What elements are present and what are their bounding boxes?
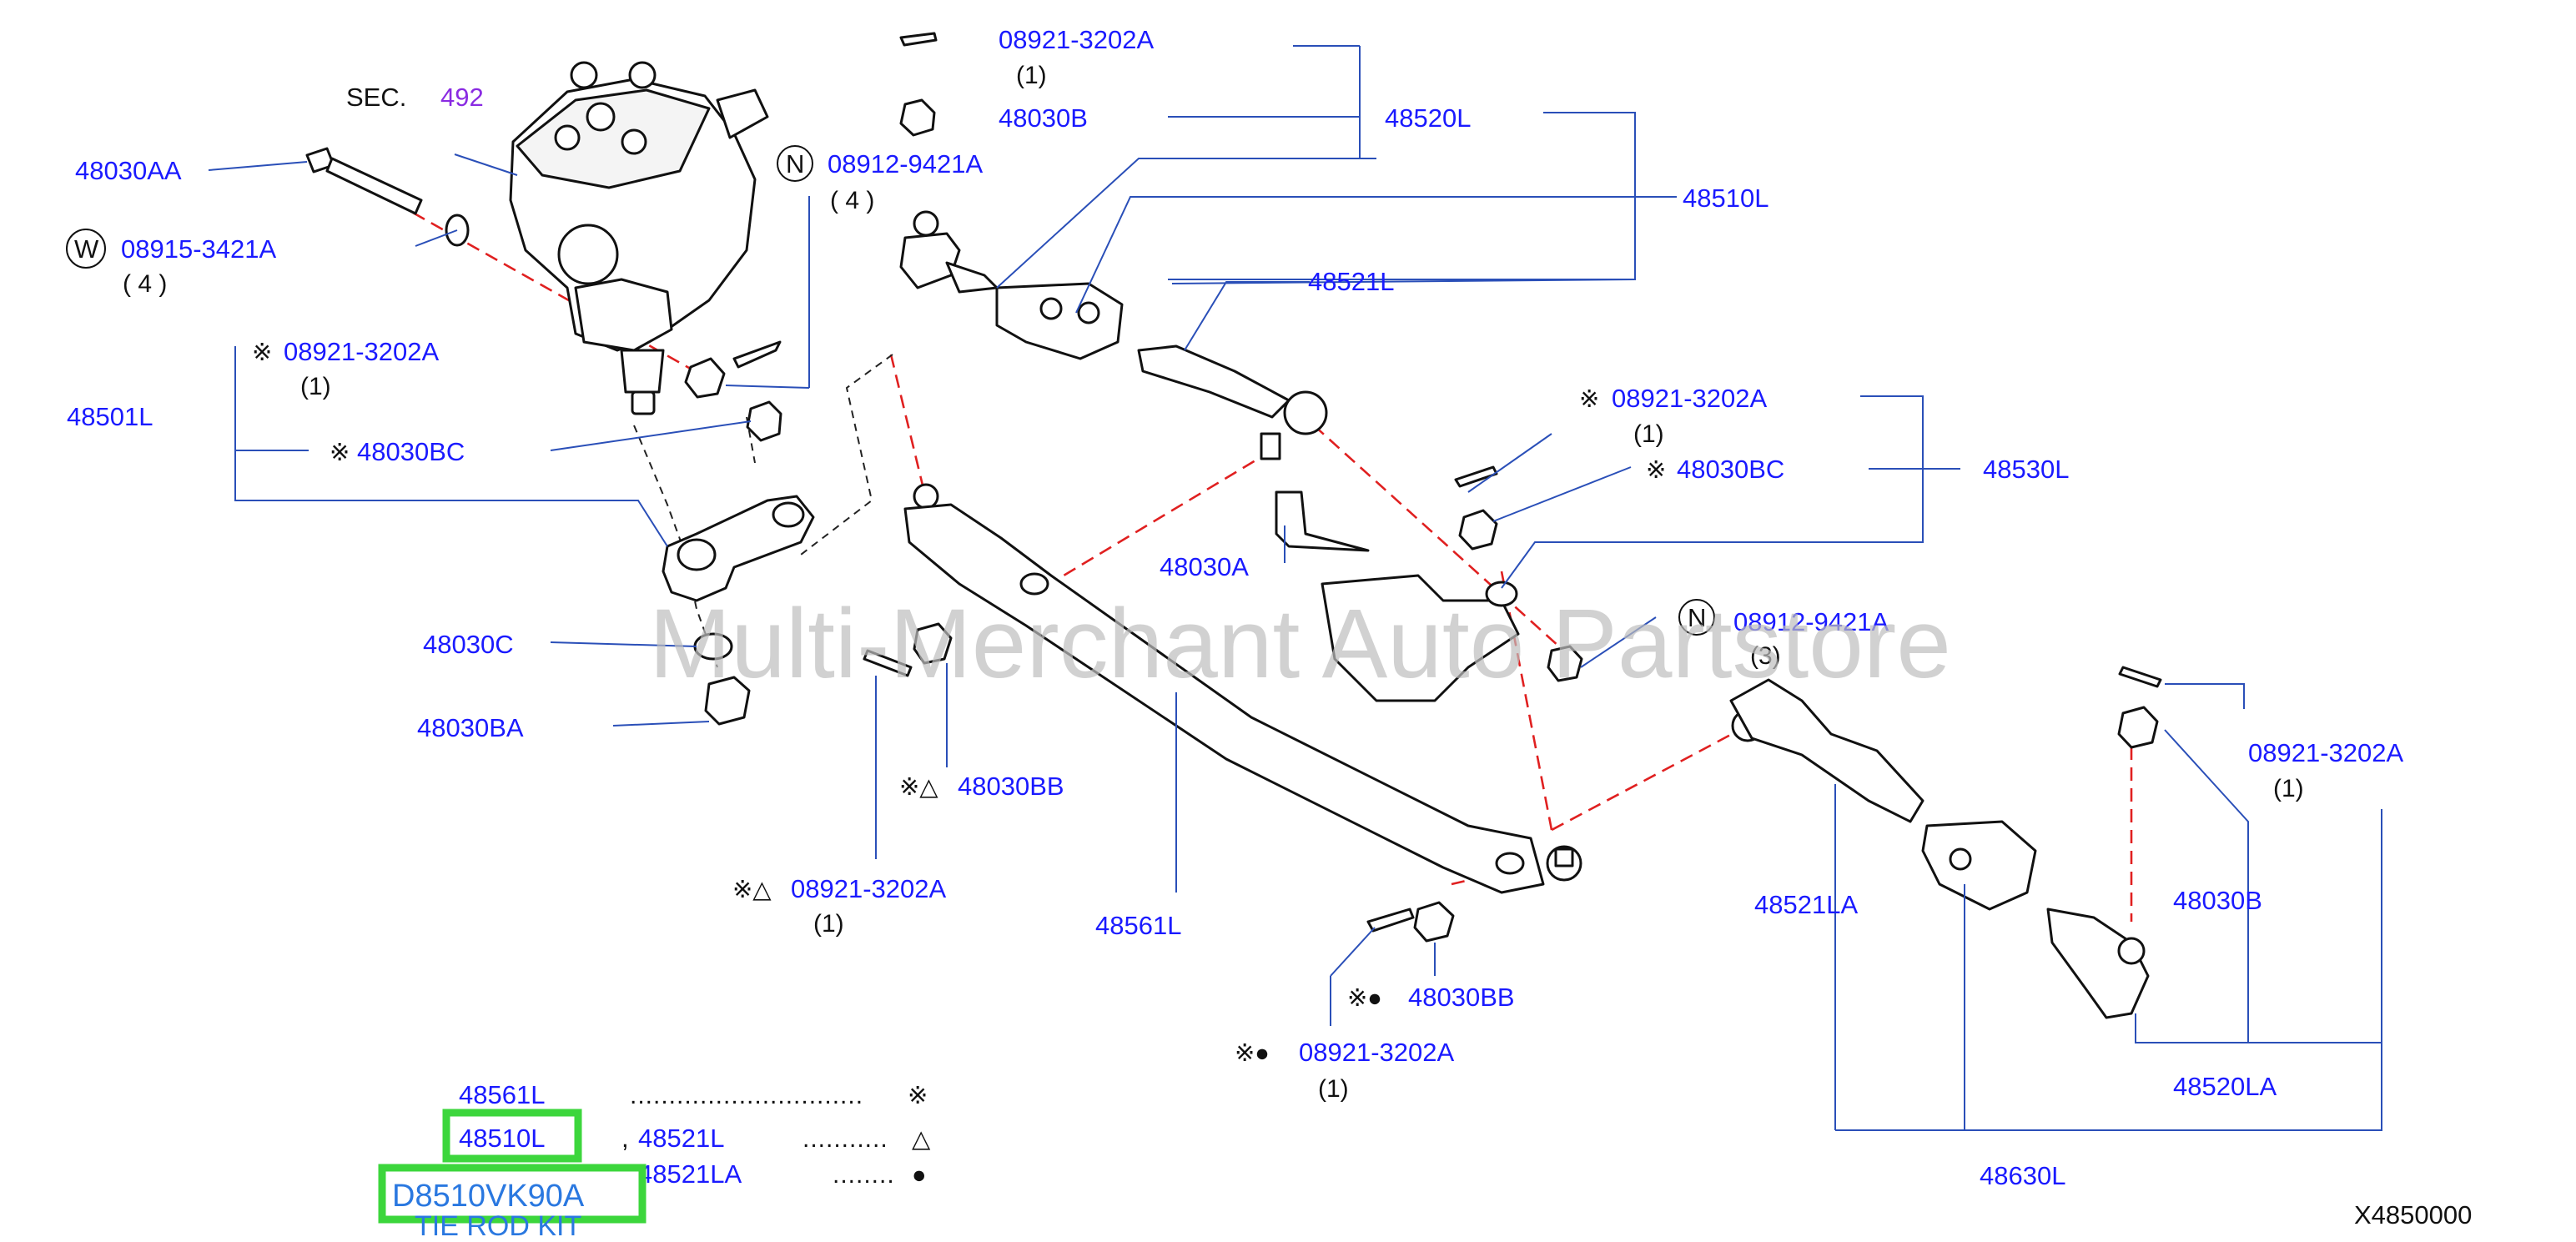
mark-08921-bot: ※● [1235, 1040, 1270, 1067]
w-mark: W [74, 234, 99, 264]
callout-08915-3421A[interactable]: 08915-3421A [121, 234, 276, 264]
legend-part-48510L[interactable]: 48510L [459, 1124, 545, 1153]
figure-code: X4850000 [2354, 1200, 2472, 1229]
nut-48030BB-bot [1413, 901, 1455, 943]
n-circle-icon [777, 145, 813, 182]
section-link[interactable]: 492 [440, 83, 484, 112]
tie-rod-end-48521LA [1729, 678, 1924, 823]
legend-dots-3: ........ [833, 1161, 895, 1189]
callout-48520L[interactable]: 48520L [1385, 103, 1471, 133]
qty-08921-bot: (1) [1318, 1075, 1349, 1103]
n-mark-right: N [1688, 603, 1706, 632]
callout-08921-3202A-mid[interactable]: 08921-3202A [791, 874, 946, 903]
callout-08921-3202A-left[interactable]: 08921-3202A [284, 337, 439, 366]
legend-mark-1: ※ [908, 1083, 928, 1109]
tie-rod-sleeve-48510L [995, 282, 1124, 360]
callout-08921-3202A-far[interactable]: 08921-3202A [2248, 738, 2403, 767]
tie-rod-sleeve-right [1921, 820, 2037, 911]
highlight-48510L [442, 1109, 582, 1163]
n-circle-icon-right [1678, 599, 1715, 636]
kit-backdrop [382, 1168, 642, 1219]
pin-bot [1366, 908, 1415, 933]
mark-08921-right: ※ [1579, 386, 1599, 413]
mark-48030BC-left: ※ [330, 440, 350, 466]
tie-rod-end-48520L [899, 210, 999, 294]
legend-dots-1: .............................. [630, 1082, 863, 1109]
nut-upper-box [684, 340, 782, 399]
nut-48030B-right [2117, 706, 2159, 749]
legend-dots-2: ........... [802, 1125, 888, 1153]
qty-08921-right: (1) [1633, 420, 1664, 448]
leader-lines [208, 45, 2382, 1131]
legend-part-48521L[interactable]: 48521L [638, 1124, 724, 1153]
legend-mark-2: △ [912, 1126, 931, 1153]
mark-48030BB-mid: ※△ [899, 774, 938, 801]
callout-08912-9421A-top[interactable]: 08912-9421A [828, 149, 983, 179]
callout-08921-3202A-bot[interactable]: 08921-3202A [1299, 1038, 1454, 1067]
pin-mid [863, 649, 913, 677]
callout-48030BA[interactable]: 48030BA [417, 713, 524, 742]
bolt-48030AA [305, 147, 423, 215]
mark-48030BC-right: ※ [1646, 457, 1666, 484]
nut-48030B-top [899, 98, 936, 137]
watermark: Multi-Merchant Auto Partstore [649, 589, 1951, 699]
callout-48030AA[interactable]: 48030AA [75, 156, 182, 185]
kit-label[interactable]: TIE ROD KIT [415, 1210, 581, 1242]
idler-arm-48530L [1275, 490, 1520, 702]
kit-code-link[interactable]: D8510VK90A [392, 1179, 585, 1214]
callout-08921-3202A-right[interactable]: 08921-3202A [1612, 384, 1767, 413]
legend-part-48561L[interactable]: 48561L [459, 1080, 545, 1109]
qty-08921-mid: (1) [813, 910, 844, 938]
callout-48630L[interactable]: 48630L [1980, 1161, 2065, 1190]
section-label: SEC. [346, 83, 406, 112]
callout-48530L[interactable]: 48530L [1983, 455, 2069, 484]
legend-mark-3: ● [912, 1162, 927, 1189]
nut-48030BC-right [1458, 509, 1498, 551]
callout-48030A[interactable]: 48030A [1160, 552, 1249, 581]
callout-48030BC-left[interactable]: 48030BC [357, 437, 465, 466]
pin-far [2118, 666, 2162, 688]
tie-rod-end-48521L [1137, 344, 1328, 460]
nut-48030BB-mid [913, 622, 953, 665]
callout-48030BC-right[interactable]: 48030BC [1677, 455, 1784, 484]
qty-08915: ( 4 ) [123, 270, 167, 298]
mark-08921-mid: ※△ [732, 877, 772, 903]
mark-48030BB-bot: ※● [1347, 985, 1382, 1012]
callout-48510L[interactable]: 48510L [1683, 184, 1768, 213]
callout-48561L[interactable]: 48561L [1095, 911, 1181, 940]
center-link-48561L [903, 483, 1582, 894]
highlight-kit [378, 1164, 647, 1224]
callout-48030BB-mid[interactable]: 48030BB [958, 772, 1064, 801]
nut-48030BC-left [746, 400, 782, 442]
qty-08921-top: (1) [1016, 62, 1047, 89]
pin-right [1454, 465, 1498, 488]
qty-08921-left: (1) [300, 373, 331, 400]
pin-top [899, 32, 938, 47]
callout-48030B-right[interactable]: 48030B [2173, 886, 2262, 915]
callout-08921-3202A-top[interactable]: 08921-3202A [999, 25, 1154, 54]
w-circle-icon [66, 229, 106, 269]
legend-part-48521LA[interactable]: 48521LA [638, 1159, 742, 1189]
qty-08912-top: ( 4 ) [830, 187, 874, 214]
callout-48501L[interactable]: 48501L [67, 402, 153, 431]
pitman-arm [662, 495, 815, 602]
callout-48520LA[interactable]: 48520LA [2173, 1072, 2277, 1101]
steering-gear-box [509, 61, 769, 415]
callout-48030C[interactable]: 48030C [423, 630, 514, 659]
n-mark-top: N [786, 149, 804, 179]
legend-sep-2: , [621, 1124, 629, 1153]
nut-08912-right [1547, 645, 1583, 682]
mark-08921-left: ※ [252, 339, 272, 366]
tie-rod-end-48520LA [2046, 908, 2150, 1019]
callout-08912-9421A-right[interactable]: 08912-9421A [1733, 607, 1889, 636]
nut-48030BA [704, 676, 751, 726]
callout-48030B-top[interactable]: 48030B [999, 103, 1088, 133]
callout-48521LA[interactable]: 48521LA [1754, 890, 1858, 919]
qty-08912-right: (3) [1750, 642, 1781, 670]
callout-48521L[interactable]: 48521L [1308, 267, 1394, 296]
qty-08921-far: (1) [2273, 775, 2304, 802]
callout-48030BB-bot[interactable]: 48030BB [1408, 983, 1515, 1012]
